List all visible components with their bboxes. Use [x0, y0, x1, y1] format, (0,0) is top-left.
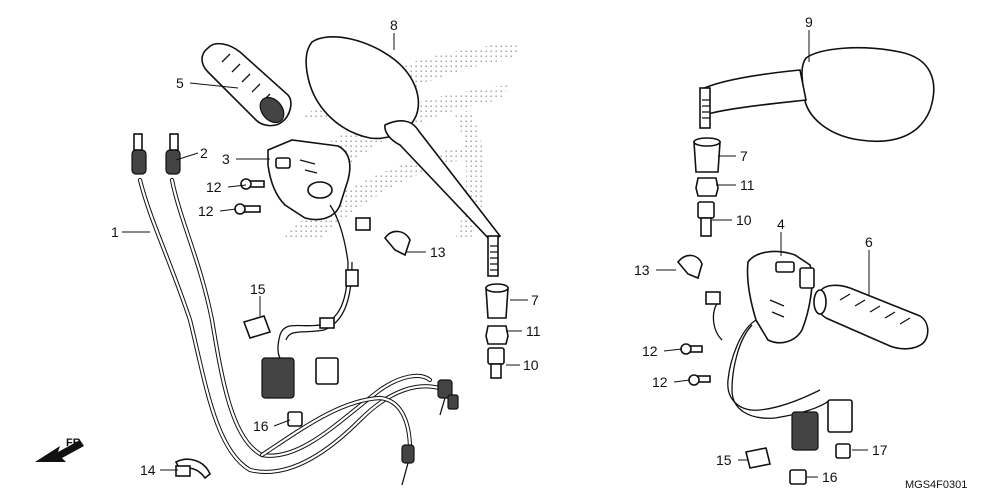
callout-12-b[interactable]: 12 [198, 203, 214, 219]
front-direction-arrow: FR. [35, 437, 84, 462]
diagram-code: MGS4F0301 [905, 479, 967, 491]
switch-screw-part-4[interactable] [688, 374, 711, 386]
callout-2[interactable]: 2 [200, 145, 208, 161]
right-switch-wire-harness[interactable] [705, 291, 853, 451]
callout-10-left[interactable]: 10 [523, 357, 539, 373]
right-mirror-part[interactable] [699, 46, 935, 142]
callout-14[interactable]: 14 [140, 462, 156, 478]
callout-7-left[interactable]: 7 [531, 292, 539, 308]
left-switch-wire-harness[interactable] [261, 217, 371, 399]
wire-clamp-part-left[interactable] [242, 315, 272, 339]
callout-11-right[interactable]: 11 [740, 177, 755, 193]
callout-11-left[interactable]: 11 [526, 323, 541, 339]
callout-3[interactable]: 3 [222, 151, 230, 167]
nut-part-left[interactable] [485, 325, 509, 345]
callout-5[interactable]: 5 [176, 75, 184, 91]
callout-15-right[interactable]: 15 [716, 452, 732, 468]
callout-8[interactable]: 8 [390, 17, 398, 33]
left-switch-housing-part[interactable] [267, 139, 351, 263]
callout-7-right[interactable]: 7 [740, 148, 748, 164]
wire-clip-part-17[interactable] [835, 443, 851, 459]
callout-13-left[interactable]: 13 [430, 244, 446, 260]
right-switch-housing-part[interactable] [746, 250, 815, 344]
left-mirror-part[interactable] [305, 36, 502, 277]
nut-part-right[interactable] [695, 177, 719, 197]
cable-clamp-part-right[interactable] [676, 254, 703, 280]
callout-16-right[interactable]: 16 [822, 469, 838, 485]
switch-screw-part-1[interactable] [240, 178, 265, 190]
wire-clamp-part-right[interactable] [745, 447, 771, 469]
wire-clip-part-left[interactable] [287, 411, 303, 427]
left-grip-part[interactable] [201, 42, 292, 128]
adapter-bolt-part-left[interactable] [487, 347, 505, 379]
switch-screw-part-3[interactable] [680, 343, 703, 355]
callout-9[interactable]: 9 [805, 14, 813, 30]
throttle-cables[interactable] [131, 133, 459, 486]
switch-screw-part-2[interactable] [234, 203, 261, 215]
wire-band-part[interactable] [174, 458, 211, 480]
callout-12-c[interactable]: 12 [642, 343, 658, 359]
wire-clip-part-right[interactable] [789, 469, 807, 485]
callout-13-right[interactable]: 13 [634, 262, 650, 278]
callout-15-left[interactable]: 15 [250, 281, 266, 297]
callout-6[interactable]: 6 [865, 234, 873, 250]
callout-16-left[interactable]: 16 [253, 418, 269, 434]
right-grip-part[interactable] [813, 284, 929, 350]
leader-lines [122, 30, 870, 478]
callout-12-d[interactable]: 12 [652, 374, 668, 390]
callout-labels: 1 2 3 4 5 6 7 7 8 9 10 10 11 11 12 12 12… [111, 14, 888, 485]
front-direction-label: FR. [66, 437, 84, 449]
cable-clamp-part-left[interactable] [383, 230, 411, 257]
callout-12-a[interactable]: 12 [206, 179, 222, 195]
callout-1[interactable]: 1 [111, 224, 119, 240]
callout-17[interactable]: 17 [872, 442, 888, 458]
callout-10-right[interactable]: 10 [736, 212, 752, 228]
mirror-boot-part-left[interactable] [485, 283, 509, 319]
mirror-boot-part-right[interactable] [693, 137, 721, 173]
adapter-bolt-part-right[interactable] [697, 201, 715, 237]
callout-4[interactable]: 4 [777, 216, 785, 232]
